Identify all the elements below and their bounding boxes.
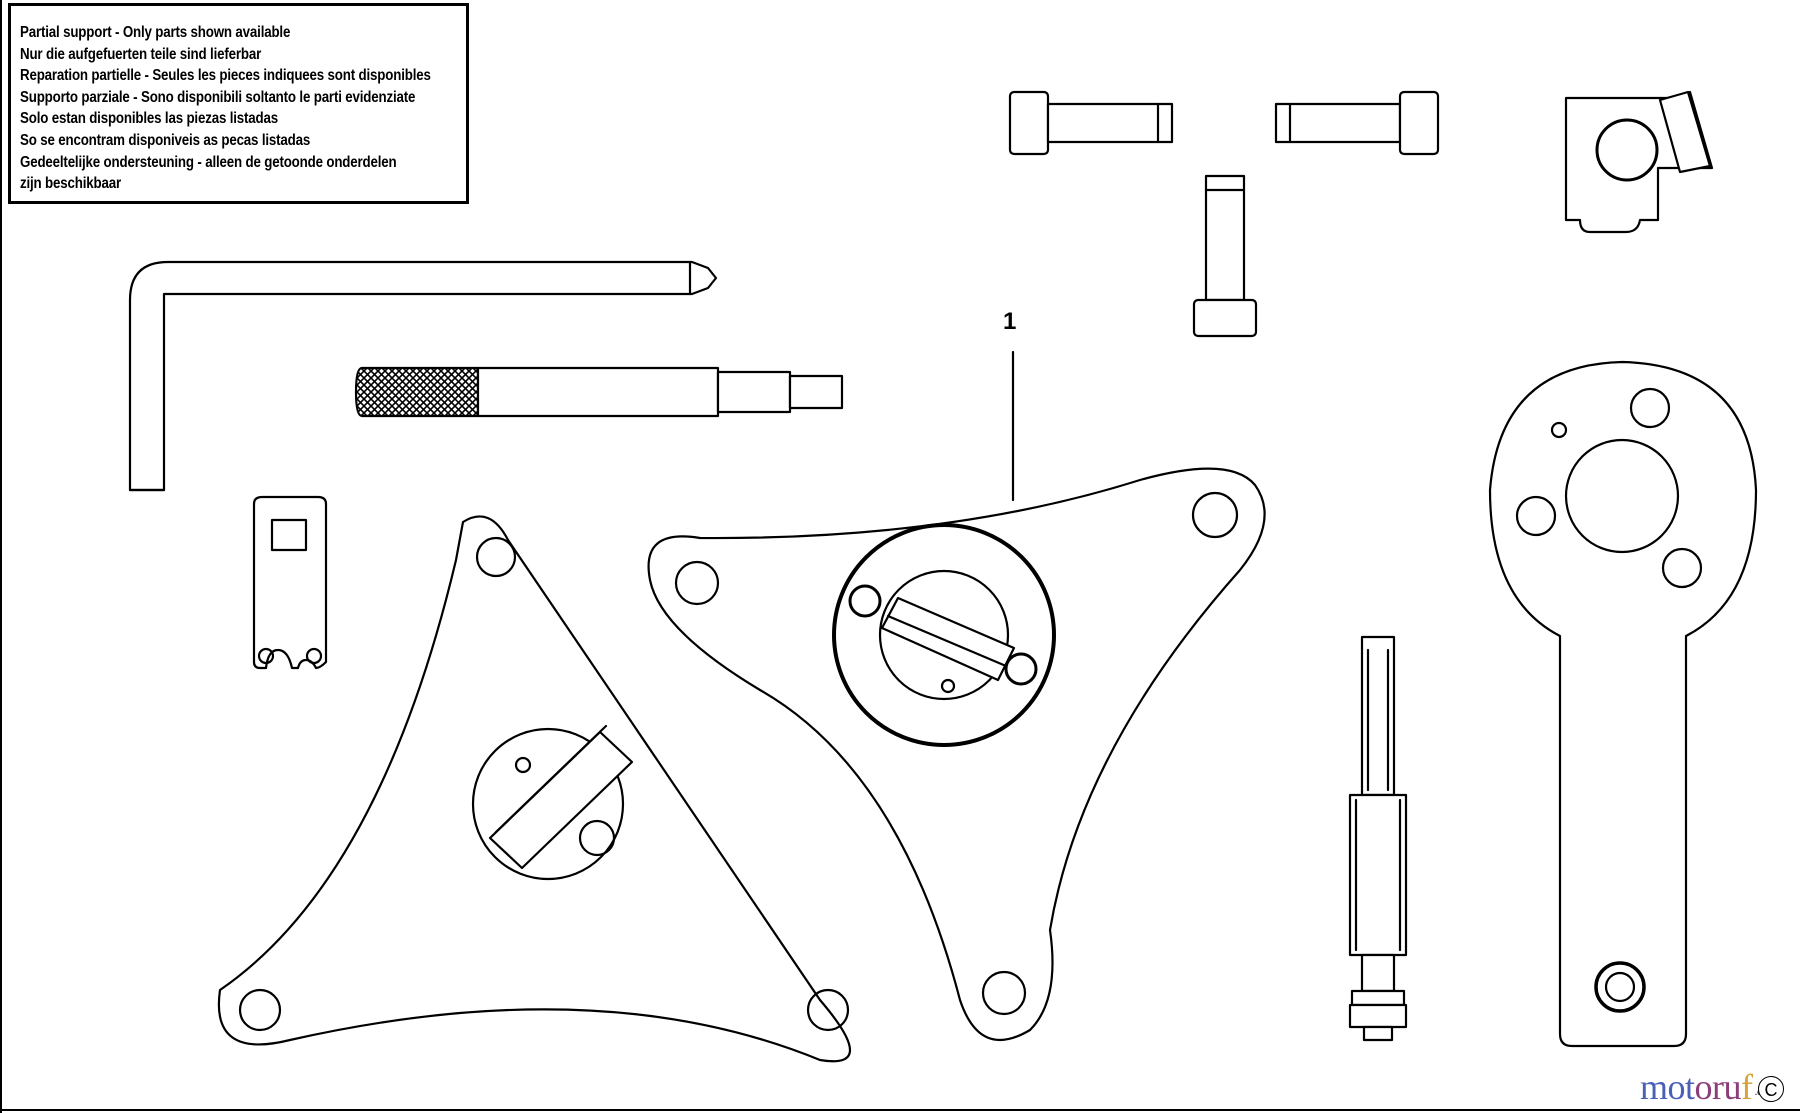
holding-wrench [1488, 360, 1758, 1048]
main-timing-plate [647, 467, 1266, 1042]
notice-line-it: Supporto parziale - Sono disponibili sol… [20, 88, 416, 106]
notice-line-nl: Gedeeltelijke ondersteuning - alleen de … [20, 153, 397, 171]
notice-line-de: Nur die aufgefuerten teile sind lieferba… [20, 45, 262, 63]
corner-mark: C [1758, 1076, 1784, 1102]
notice-line-pt: So se encontram disponiveis as pecas lis… [20, 131, 311, 149]
partial-support-notice: Partial support - Only parts shown avail… [8, 3, 469, 204]
notice-line-fr: Reparation partielle - Seules les pieces… [20, 67, 431, 85]
notice-line-nl-cont: zijn beschikbaar [20, 175, 121, 193]
watermark-part-2: oru [1694, 1067, 1742, 1107]
callout-number: 1 [1003, 308, 1017, 335]
bolt-right [1274, 90, 1440, 156]
threaded-stud [1348, 635, 1408, 1042]
brand-watermark: motoruf.de [1640, 1066, 1768, 1108]
watermark-part-3: f [1741, 1067, 1753, 1107]
notice-line-en: Partial support - Only parts shown avail… [20, 24, 291, 41]
bolt-vertical [1192, 174, 1258, 338]
watermark-part-1: mot [1640, 1067, 1695, 1107]
bolt-left [1008, 90, 1174, 156]
clamp-block [1564, 90, 1714, 234]
notice-line-es: Solo estan disponibles las piezas listad… [20, 110, 278, 128]
knurled-locking-pin [354, 366, 844, 418]
triangular-timing-plate [217, 515, 852, 1063]
hex-key-pin [128, 260, 718, 492]
frame-border-left [0, 0, 2, 1113]
frame-border-bottom [0, 1109, 1800, 1111]
small-retaining-plate [252, 495, 328, 670]
